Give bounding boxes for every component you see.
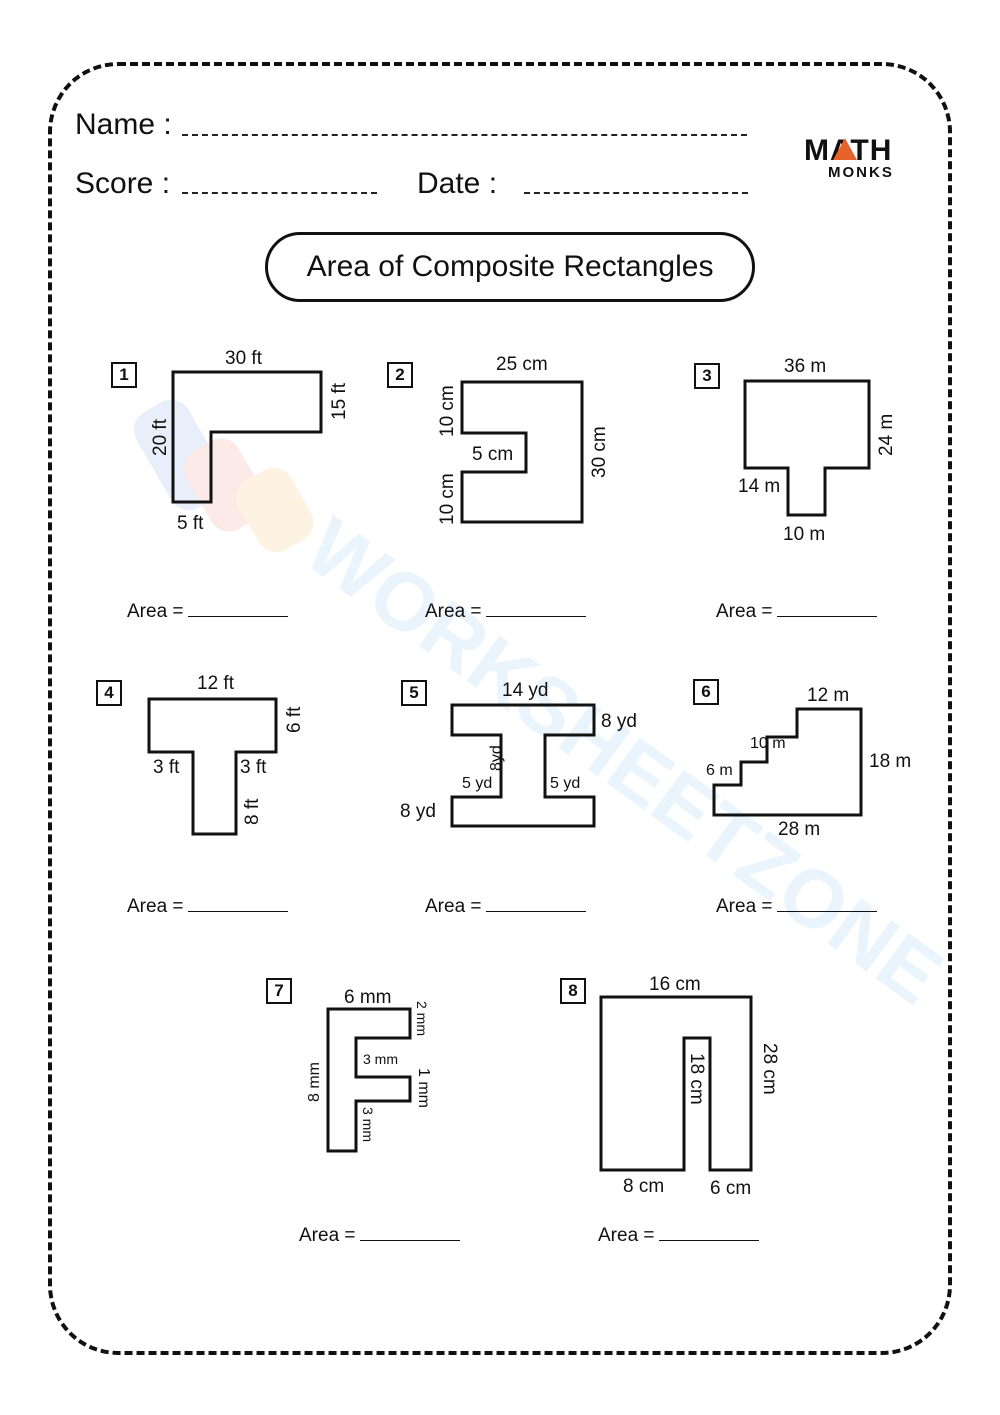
p5-label-stem: 8yd [488,745,505,771]
p8-label-right: 28 cm [759,1043,780,1095]
p7-answer-field[interactable] [359,1222,460,1241]
p3-label-left: 14 m [738,476,781,497]
p7-area-label: Area = [299,1225,356,1246]
logo-triangle-icon [833,138,857,160]
p4-label-right-step: 3 ft [240,757,267,778]
p2-label-left-bottom: 10 cm [437,473,458,525]
p2-label-top: 25 cm [496,354,548,375]
p7-label-left: 8 mm [306,1062,323,1102]
date-label: Date : [417,167,498,200]
problem-6-number: 6 [693,679,719,705]
p5-label-right: 8 yd [601,711,637,732]
p7-label-top: 6 mm [344,987,392,1008]
shape-7 [326,1007,412,1153]
p7-label-stem: 3 mm [360,1107,376,1142]
p7-label-arm-top: 2 mm [414,1001,430,1036]
p6-label-top: 12 m [807,685,850,706]
shape-6 [712,707,863,817]
p7-label-inner: 3 mm [363,1051,398,1067]
problem-1-number: 1 [111,362,137,388]
p2-area-line[interactable]: Area = [425,598,586,623]
p3-label-bottom: 10 m [783,524,826,545]
score-field[interactable] [182,192,377,194]
problem-8-number: 8 [560,978,586,1004]
problem-2-number: 2 [387,362,413,388]
p3-label-top: 36 m [784,356,827,377]
worksheet-title: Area of Composite Rectangles [265,232,755,302]
shape-2 [460,380,584,524]
p3-area-line[interactable]: Area = [716,598,877,623]
p5-area-line[interactable]: Area = [425,893,586,918]
p6-area-label: Area = [716,896,773,917]
p6-label-low-step: 6 m [706,762,733,779]
shape-5 [450,703,596,828]
p8-answer-field[interactable] [658,1222,759,1241]
p4-label-left-step: 3 ft [153,757,180,778]
problem-3-number: 3 [694,363,720,389]
worksheet-frame [48,62,952,1355]
p5-label-left: 8 yd [400,801,436,822]
p6-label-right: 18 m [869,751,912,772]
p4-area-line[interactable]: Area = [127,893,288,918]
p2-label-right: 30 cm [589,426,610,478]
p3-answer-field[interactable] [776,598,877,617]
shape-3 [743,379,871,517]
p8-label-bottom-left: 8 cm [623,1176,665,1197]
p1-label-left: 20 ft [150,419,171,456]
p8-label-inner: 18 cm [686,1053,707,1105]
p3-area-label: Area = [716,601,773,622]
p8-label-bottom-right: 6 cm [710,1178,752,1199]
p1-label-bottom: 5 ft [177,513,204,534]
shape-4 [147,697,278,836]
p5-label-right-step: 5 yd [550,775,581,792]
p2-label-left-top: 10 cm [437,385,458,437]
p1-area-line[interactable]: Area = [127,598,288,623]
problem-7-number: 7 [266,978,292,1004]
p6-label-mid-step: 10 m [750,735,786,752]
p7-area-line[interactable]: Area = [299,1222,460,1247]
p2-area-label: Area = [425,601,482,622]
name-field[interactable] [182,134,747,136]
p6-label-bottom: 28 m [778,819,821,840]
p8-area-line[interactable]: Area = [598,1222,759,1247]
p2-answer-field[interactable] [485,598,586,617]
logo-sub-text: MONKS [828,164,894,181]
p5-label-top: 14 yd [502,680,549,701]
p1-label-right: 15 ft [329,383,350,420]
shape-8 [599,995,753,1172]
date-field[interactable] [524,192,748,194]
p5-area-label: Area = [425,896,482,917]
p4-label-stem: 8 ft [242,798,263,825]
name-label: Name : [75,108,172,141]
problem-5-number: 5 [401,680,427,706]
p6-answer-field[interactable] [776,893,877,912]
p6-area-line[interactable]: Area = [716,893,877,918]
score-label: Score : [75,167,171,200]
shape-1 [171,370,323,504]
p1-answer-field[interactable] [187,598,288,617]
p8-label-top: 16 cm [649,974,701,995]
p4-label-right: 6 ft [284,706,305,733]
p5-label-left-step: 5 yd [462,775,493,792]
p7-label-arm-mid: 1 mm [415,1068,432,1108]
p4-area-label: Area = [127,896,184,917]
p1-area-label: Area = [127,601,184,622]
p3-label-right: 24 m [876,413,897,456]
p5-answer-field[interactable] [485,893,586,912]
p4-answer-field[interactable] [187,893,288,912]
problem-4-number: 4 [96,680,122,706]
p8-area-label: Area = [598,1225,655,1246]
p2-label-inner: 5 cm [472,444,514,465]
p4-label-top: 12 ft [197,673,234,694]
p1-label-top: 30 ft [225,348,262,369]
math-monks-logo: MATH MONKS [804,134,904,184]
